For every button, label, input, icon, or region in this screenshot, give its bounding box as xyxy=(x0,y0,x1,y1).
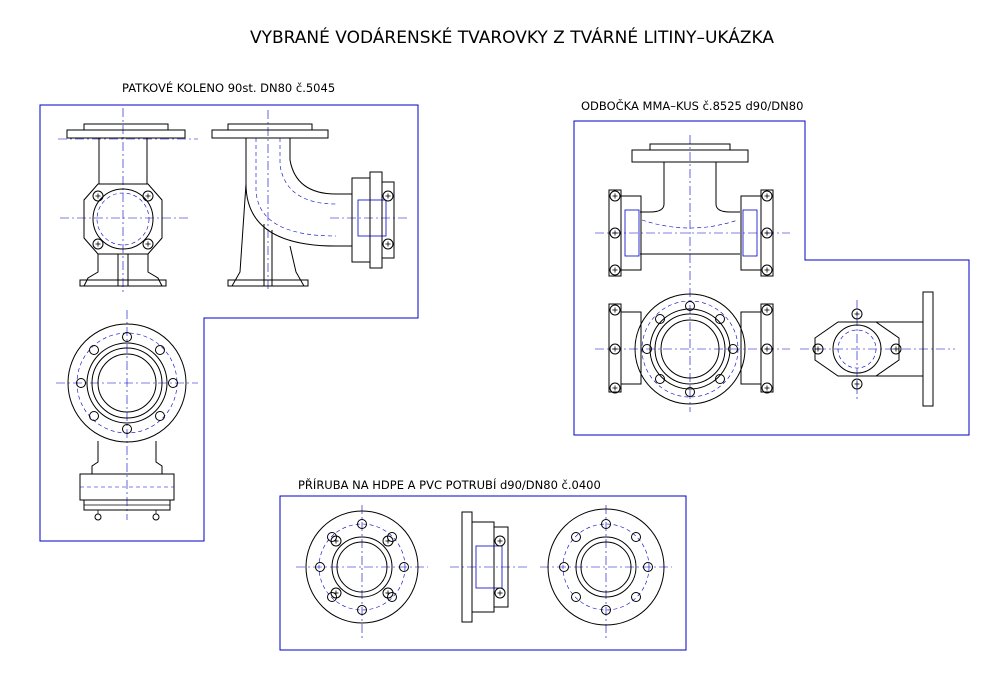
elbow-frame xyxy=(39,104,419,542)
flange-front-view-b xyxy=(540,505,672,638)
elbow-top-view xyxy=(56,310,198,521)
tee-front-view xyxy=(595,135,790,285)
drawing-title: VYBRANÉ VODÁRENSKÉ TVAROVKY Z TVÁRNÉ LIT… xyxy=(250,26,774,48)
elbow-label: PATKOVÉ KOLENO 90st. DN80 č.5045 xyxy=(122,80,335,95)
tee-side-view xyxy=(800,291,955,407)
flange-frame xyxy=(279,495,687,651)
tee-section: ODBOČKA MMA–KUS č.8525 d90/DN80 xyxy=(573,98,970,436)
flange-front-view-a xyxy=(296,505,428,638)
flange-side-view xyxy=(450,511,530,623)
elbow-side-view xyxy=(211,110,410,292)
flange-section: PŘÍRUBA NA HDPE A PVC POTRUBÍ d90/DN80 č… xyxy=(279,477,687,651)
tee-label: ODBOČKA MMA–KUS č.8525 d90/DN80 xyxy=(581,98,803,113)
tee-frame xyxy=(573,120,970,436)
elbow-section: PATKOVÉ KOLENO 90st. DN80 č.5045 xyxy=(39,80,419,542)
elbow-front-view xyxy=(58,108,198,292)
flange-label: PŘÍRUBA NA HDPE A PVC POTRUBÍ d90/DN80 č… xyxy=(298,477,601,492)
tee-top-view xyxy=(595,288,790,412)
